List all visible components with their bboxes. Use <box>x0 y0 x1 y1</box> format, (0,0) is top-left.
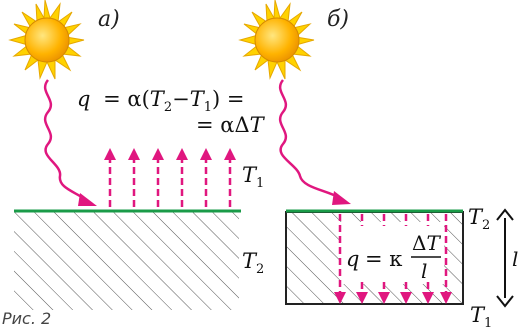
svg-text:l: l <box>421 259 427 283</box>
svg-text:q: q <box>346 247 359 271</box>
solid-body-a <box>14 212 239 310</box>
conduction-arrows <box>338 214 448 294</box>
panel-b-temp-top: T2 <box>468 205 490 233</box>
radiation-ray <box>43 79 87 202</box>
panel-a: а) q = α(T2−T1) = = αΔT T1 <box>8 0 266 310</box>
convection-formula-line1: q = α(T2−T1) = <box>77 87 244 115</box>
sun-icon <box>238 0 315 80</box>
svg-text:ΔT: ΔT <box>412 231 441 255</box>
panel-b: б) q = <box>238 0 518 331</box>
panel-b-temp-bottom: T1 <box>470 303 492 331</box>
panel-b-label: б) <box>327 7 349 32</box>
radiation-ray <box>278 79 341 200</box>
thickness-arrow <box>496 208 514 308</box>
panel-b-thickness-label: l <box>512 247 518 271</box>
convection-arrows <box>108 158 232 207</box>
formula-box <box>340 222 444 284</box>
panel-a-label: а) <box>98 7 120 32</box>
figure-caption: Рис. 2 <box>2 309 51 328</box>
panel-a-temp-top: T1 <box>242 163 264 191</box>
conduction-formula: q = κ ΔT l <box>346 231 441 283</box>
sun-icon <box>8 0 85 80</box>
svg-text:= κ: = κ <box>365 247 402 271</box>
panel-a-temp-bottom: T2 <box>242 249 264 277</box>
convection-formula-line2: = αΔT <box>196 113 266 137</box>
